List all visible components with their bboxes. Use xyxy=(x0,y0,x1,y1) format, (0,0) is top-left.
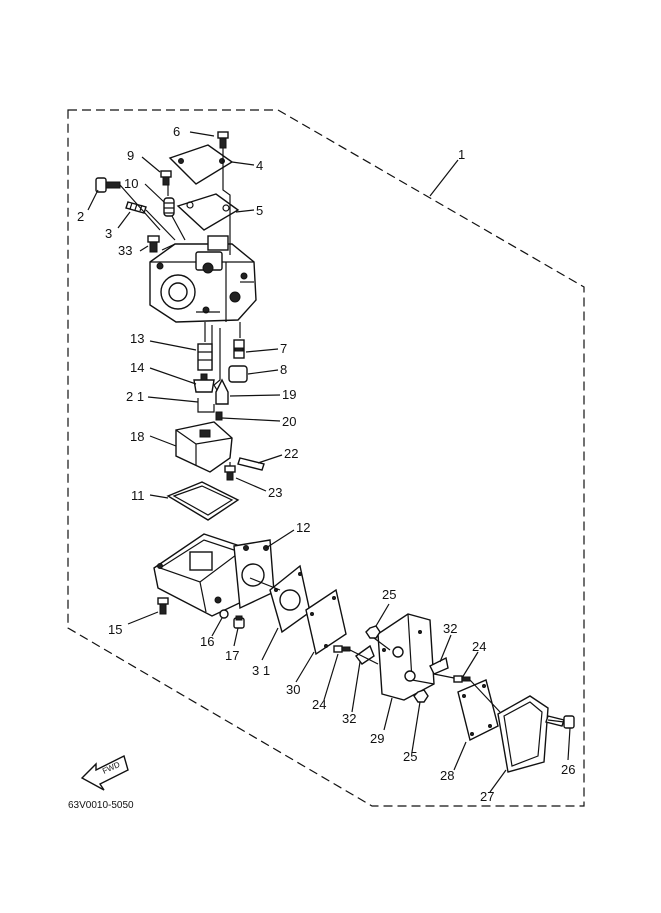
callout-32-left: 32 xyxy=(342,711,356,726)
spring-3 xyxy=(125,201,147,214)
nut-25-top xyxy=(365,625,381,639)
pump-cover-27 xyxy=(497,695,549,773)
callout-30: 30 xyxy=(286,682,300,697)
callout-19: 19 xyxy=(282,387,296,402)
callout-1: 1 xyxy=(458,147,465,162)
float-pin xyxy=(237,457,265,471)
callout-26: 26 xyxy=(561,762,575,777)
pump-gasket-31 xyxy=(269,564,311,634)
callout-25-bottom: 25 xyxy=(403,749,417,764)
pump-diaphragm-30 xyxy=(305,588,347,656)
float-chamber-gasket xyxy=(166,481,240,521)
plug-17 xyxy=(233,615,245,629)
needle-bracket-line xyxy=(197,398,215,413)
drawing-code: 63V0010-5050 xyxy=(68,800,134,811)
callout-15: 15 xyxy=(108,622,122,637)
callout-31: 3 1 xyxy=(252,663,270,678)
spring-10 xyxy=(163,197,175,217)
screw-33 xyxy=(147,235,160,253)
callout-23: 23 xyxy=(268,485,282,500)
callout-2: 2 xyxy=(77,209,84,224)
callout-22: 22 xyxy=(284,446,298,461)
pump-diaphragm-28 xyxy=(457,679,499,742)
screw-9 xyxy=(160,170,172,186)
drain-screw-15 xyxy=(157,597,169,615)
callout-12: 12 xyxy=(296,520,310,535)
main-jet xyxy=(193,373,215,393)
needle-valve xyxy=(215,378,229,405)
cover-gasket xyxy=(176,193,240,231)
callout-6: 6 xyxy=(173,124,180,139)
callout-32-right: 32 xyxy=(443,621,457,636)
float xyxy=(175,421,233,473)
callout-33: 33 xyxy=(118,243,132,258)
screw-23 xyxy=(224,465,236,481)
float-chamber xyxy=(153,533,275,617)
callout-25-top: 25 xyxy=(382,587,396,602)
callout-7: 7 xyxy=(280,341,287,356)
screw-24-right xyxy=(453,675,471,683)
callout-29: 29 xyxy=(370,731,384,746)
guide-lines-pump xyxy=(249,577,565,723)
callout-leaders xyxy=(87,131,571,793)
callout-24-left: 24 xyxy=(312,697,326,712)
callout-4: 4 xyxy=(256,158,263,173)
callout-17: 17 xyxy=(225,648,239,663)
carburetor-body xyxy=(149,235,257,323)
plug-8 xyxy=(228,365,248,383)
callout-14: 14 xyxy=(130,360,144,375)
screw-24-left xyxy=(333,645,351,653)
cover-screw xyxy=(217,131,229,149)
callout-21: 2 1 xyxy=(126,389,144,404)
callout-20: 20 xyxy=(282,414,296,429)
callout-18: 18 xyxy=(130,429,144,444)
valve-32-left xyxy=(355,644,375,665)
callout-5: 5 xyxy=(256,203,263,218)
main-nozzle xyxy=(197,343,213,371)
assembly-boundary xyxy=(67,109,585,807)
pump-body-29 xyxy=(377,613,435,701)
callout-8: 8 xyxy=(280,362,287,377)
callout-3: 3 xyxy=(105,226,112,241)
callout-13: 13 xyxy=(130,331,144,346)
callout-11: 11 xyxy=(131,488,145,503)
clip-20 xyxy=(215,411,223,421)
callout-10: 10 xyxy=(124,176,138,191)
callout-numbers: 1 2 3 4 5 6 7 8 9 10 11 12 13 14 15 16 1… xyxy=(77,124,575,804)
callout-27: 27 xyxy=(480,789,494,804)
washer-16 xyxy=(219,609,229,619)
callout-24-right: 24 xyxy=(472,639,486,654)
pilot-screw xyxy=(95,177,121,193)
callout-9: 9 xyxy=(127,148,134,163)
callout-28: 28 xyxy=(440,768,454,783)
nut-25-bottom xyxy=(413,689,429,703)
top-cover xyxy=(168,144,234,185)
fwd-arrow-icon: FWD xyxy=(80,754,129,791)
callout-16: 16 xyxy=(200,634,214,649)
pilot-jet xyxy=(233,339,245,359)
